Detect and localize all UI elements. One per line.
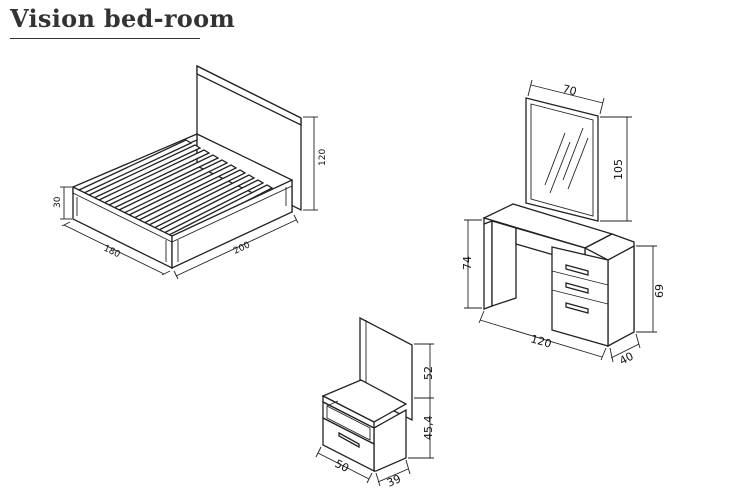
page-title: Vision bed-room [10, 4, 236, 33]
nightstand-back-height-label: 52 [422, 366, 435, 380]
bed-illustration: 120 30 180 200 [53, 64, 328, 280]
desk-height-label: 74 [461, 256, 474, 270]
mirror-glass [530, 103, 594, 217]
bed-bolts [76, 187, 287, 262]
nightstand-width-label: 50 [333, 457, 351, 475]
dressing-table-depth-dimension: 40 [609, 333, 641, 368]
nightstand-body-height-label: 45,4 [422, 416, 435, 441]
bed-side-height-label: 30 [53, 196, 63, 208]
dressing-table-width-dimension: 120 [478, 310, 607, 361]
bed-length-label: 200 [232, 240, 252, 256]
nightstand-drawer-handle [338, 431, 360, 449]
desk-height-dimension: 74 [461, 219, 482, 309]
mirror-frame [525, 97, 599, 222]
drawer-3-handle [565, 302, 589, 314]
dressing-table-illustration: 70 105 74 69 120 [461, 79, 666, 368]
mirror-width-dimension: 70 [527, 79, 605, 115]
nightstand-body-height-dimension: 45,4 [408, 398, 435, 459]
desk-left-leg [491, 220, 517, 307]
bed-height-label: 120 [318, 149, 328, 166]
nightstand-depth-label: 39 [385, 472, 403, 490]
dressing-table-width-label: 120 [529, 332, 553, 350]
mirror-height-label: 105 [612, 159, 625, 180]
bed-height-dimension: 120 [303, 116, 328, 211]
drawer-1-handle [565, 264, 589, 276]
bed-width-label: 180 [102, 244, 122, 261]
nightstand-drawer [322, 416, 375, 473]
drawer-unit-side [607, 244, 635, 348]
drawer-2-handle [565, 282, 589, 294]
dressing-table-depth-label: 40 [617, 350, 635, 368]
bed-frame-foot [171, 178, 293, 270]
mirror-height-dimension: 105 [600, 116, 632, 222]
bed-side-height-dimension: 30 [53, 186, 72, 220]
drawer-unit-front [551, 246, 609, 347]
nightstand-back-height-dimension: 52 [414, 343, 435, 399]
nightstand-illustration: 52 45,4 50 39 [315, 316, 435, 490]
desk-left-leg-side [483, 220, 493, 310]
bed-slats [77, 139, 274, 239]
drawer-unit-height-label: 69 [653, 284, 666, 298]
nightstand-width-dimension: 50 [315, 446, 373, 484]
title-underline [10, 38, 200, 39]
drawer-unit-height-dimension: 69 [636, 245, 666, 333]
nightstand-depth-dimension: 39 [375, 459, 411, 490]
mirror-width-label: 70 [561, 82, 578, 98]
